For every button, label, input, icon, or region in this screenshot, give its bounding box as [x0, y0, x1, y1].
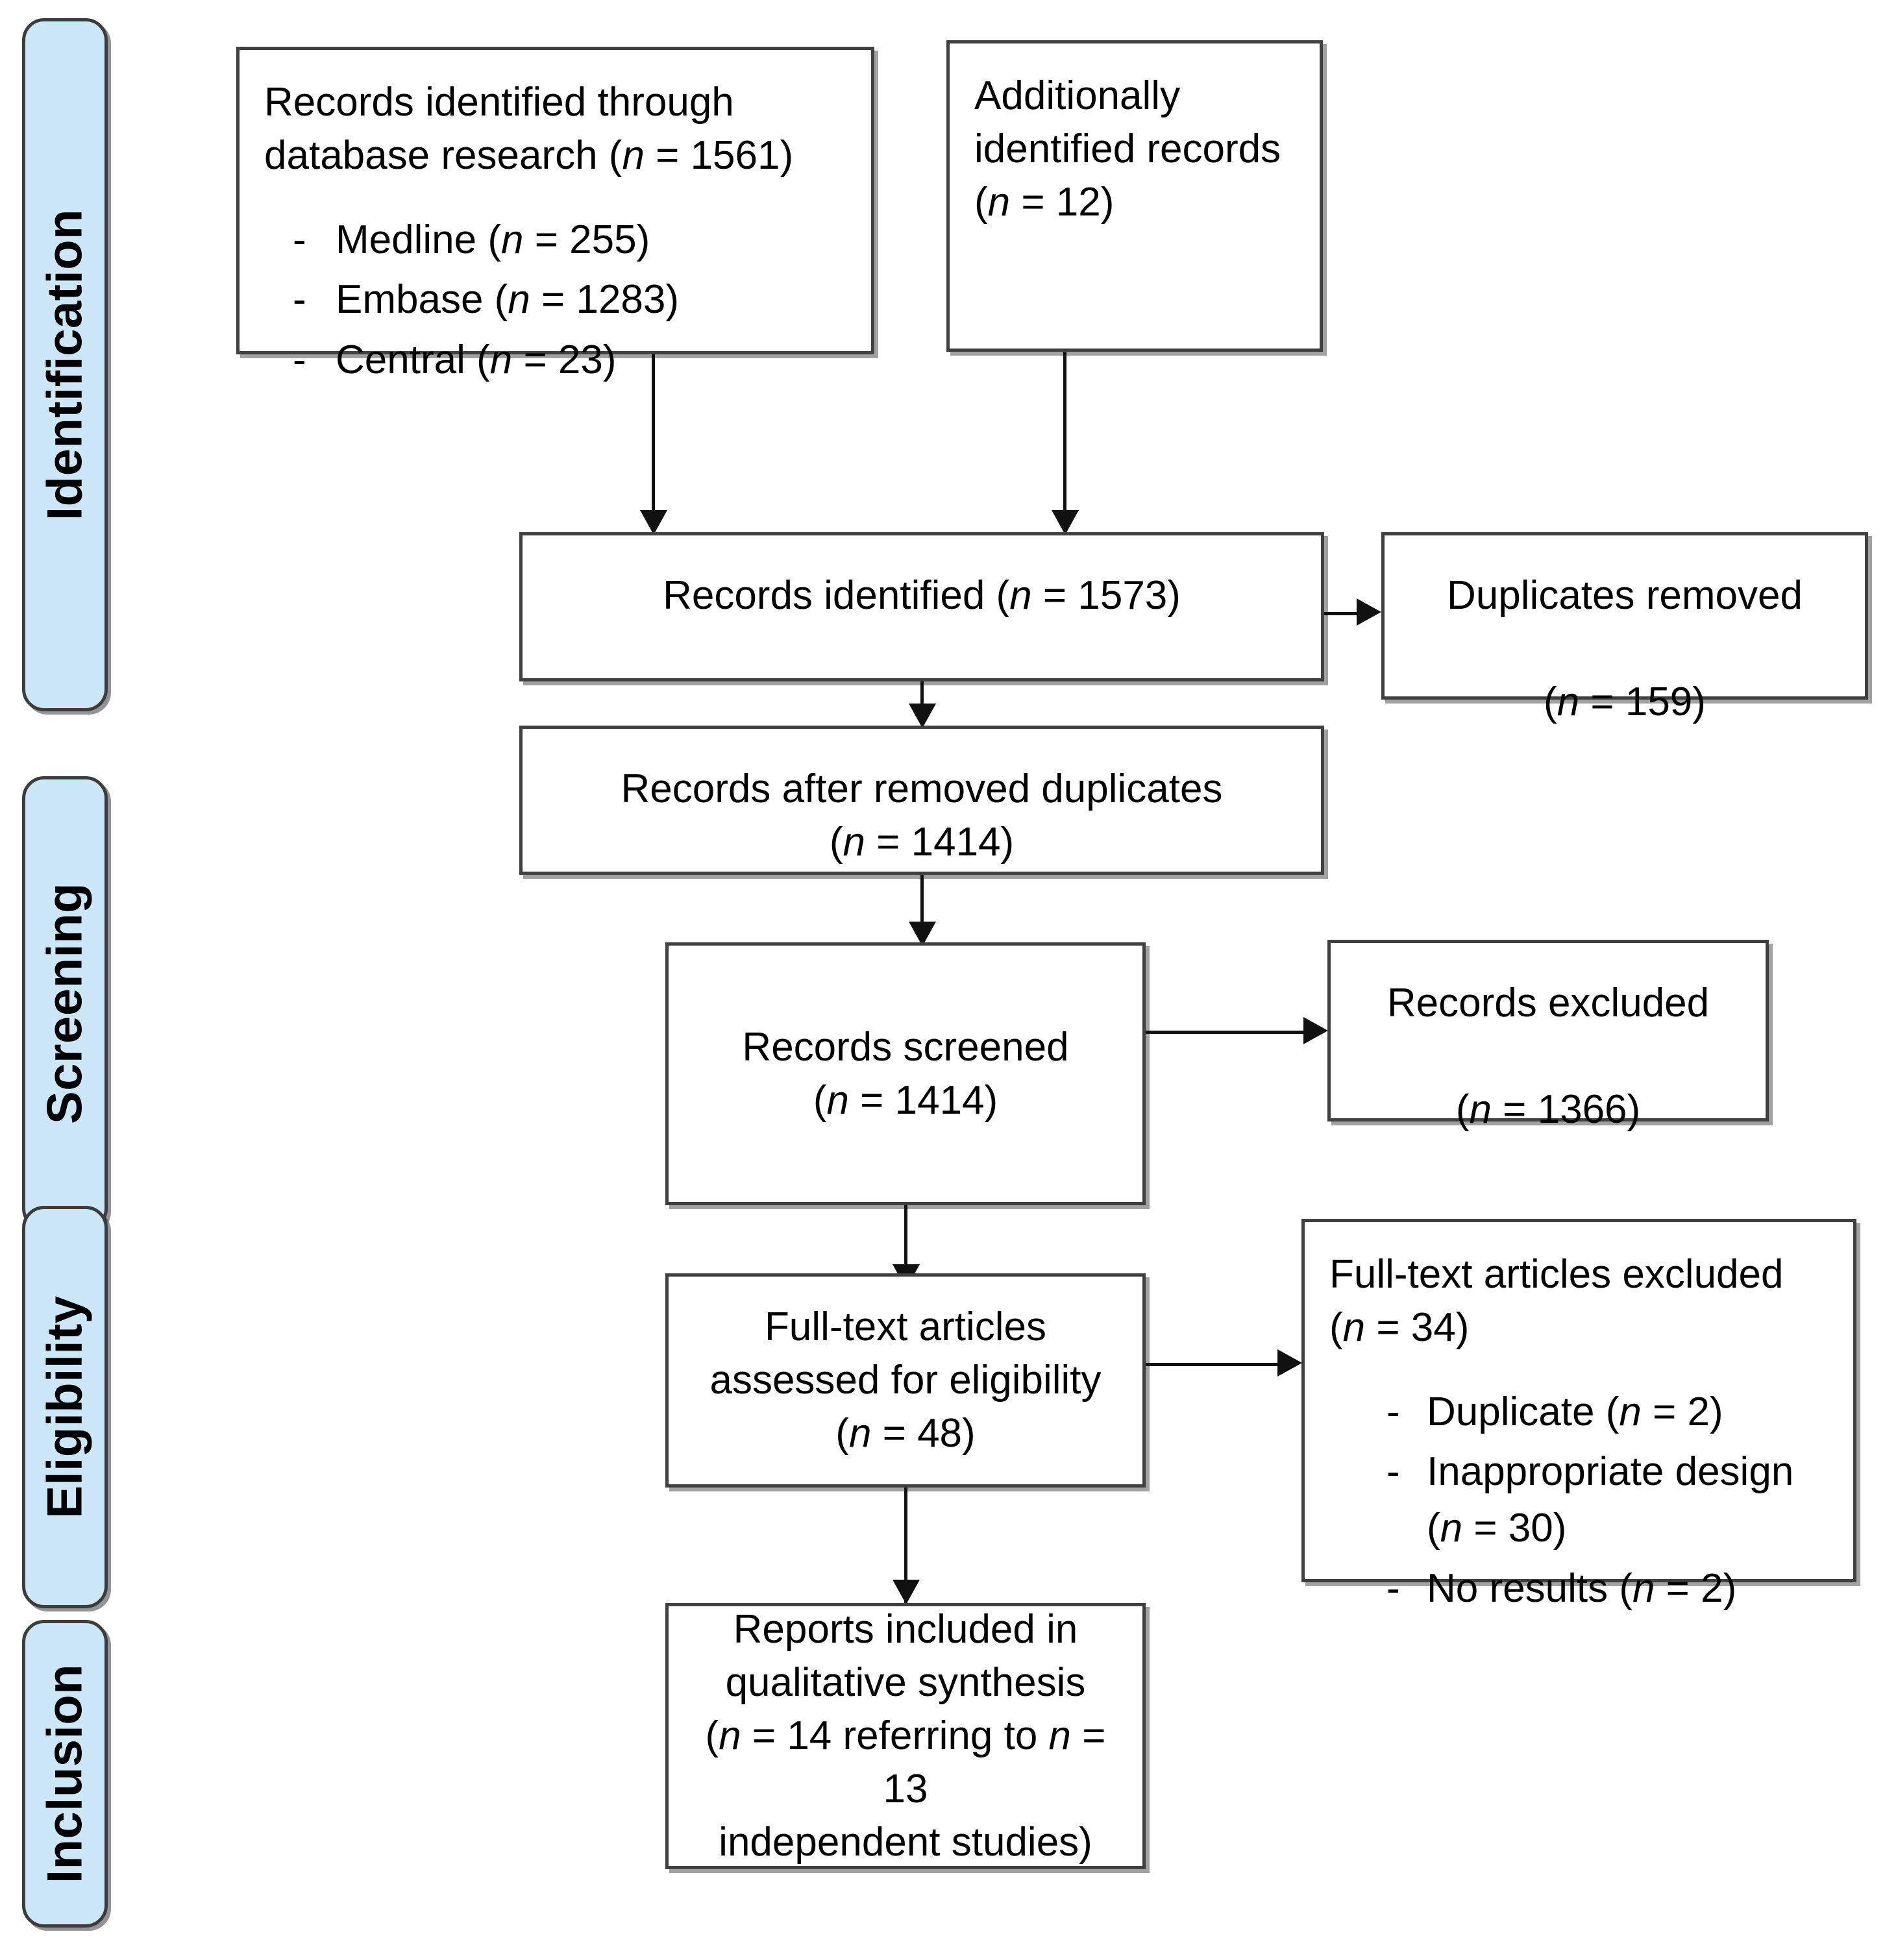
list-item: - Medline (n = 255) [264, 212, 852, 269]
stage-bar-screening: Screening [22, 776, 108, 1231]
list-item-label: Medline (n = 255) [336, 217, 650, 262]
node-records-excluded-text: Records excluded (n = 1366) [1386, 981, 1710, 1132]
node-records-screened-text: Records screened (n = 1414) [742, 1024, 1069, 1123]
node-records-screened: Records screened (n = 1414) [665, 942, 1146, 1205]
node-fulltext-excluded: Full-text articles excluded (n = 34) - D… [1301, 1219, 1856, 1611]
fulltext-exclusion-reason-list: - Duplicate (n = 2) - Inappropriate desi… [1329, 1384, 1834, 1617]
bullet-dash: - [1386, 1566, 1400, 1611]
database-source-list: - Medline (n = 255) - Embase (n = 1283) … [264, 212, 852, 389]
node-records-identified: Records identified (n = 1573) [519, 532, 1324, 681]
stage-bar-inclusion: Inclusion [22, 1620, 108, 1928]
stage-label-eligibility: Eligibility [37, 1295, 93, 1519]
node-reports-included-text: Reports included in qualitative synthesi… [705, 1607, 1106, 1865]
list-item-label: Duplicate (n = 2) [1427, 1389, 1723, 1434]
list-item-label: No results (n = 2) [1427, 1566, 1737, 1611]
node-records-after-duplicates: Records after removed duplicates (n = 14… [519, 726, 1324, 875]
list-item-label: Embase (n = 1283) [336, 277, 680, 323]
stage-label-identification: Identification [37, 209, 93, 521]
list-item: - Central (n = 23) [264, 332, 852, 389]
node-fulltext-assessed: Full-text articles assessed for eligibil… [665, 1273, 1146, 1488]
connector-after-duplicates-to-screened [920, 875, 924, 944]
bullet-dash: - [1386, 1449, 1400, 1495]
list-item-label: Inappropriate design (n = 30) [1427, 1449, 1794, 1551]
bullet-dash: - [1386, 1389, 1400, 1434]
node-fulltext-excluded-text: Full-text articles excluded (n = 34) [1329, 1252, 1784, 1350]
bullet-dash: - [293, 277, 306, 323]
connector-identified-to-after-duplicates [920, 681, 924, 722]
arrowhead-db-to-identified [640, 510, 667, 535]
connector-screened-to-fulltext [904, 1205, 907, 1290]
connector-fulltext-to-included [904, 1488, 907, 1603]
node-additional-records: Additionally identified records (n = 12) [946, 40, 1323, 352]
connector-identified-to-duplicates [1324, 612, 1358, 615]
arrowhead-screened-to-excluded [1303, 1017, 1328, 1044]
node-database-records-text: Records identified through database rese… [264, 80, 794, 178]
connector-db-to-identified [652, 354, 655, 530]
list-item: - Duplicate (n = 2) [1329, 1384, 1834, 1441]
node-records-after-duplicates-text: Records after removed duplicates (n = 14… [621, 766, 1223, 864]
arrowhead-identified-to-after-duplicates [909, 704, 936, 728]
arrowhead-additional-to-identified [1052, 510, 1079, 535]
node-additional-records-text: Additionally identified records (n = 12) [974, 73, 1281, 225]
node-records-identified-text: Records identified (n = 1573) [663, 573, 1181, 618]
list-item-label: Central (n = 23) [336, 337, 617, 383]
list-item: - Embase (n = 1283) [264, 272, 852, 328]
list-item: - Inappropriate design (n = 30) [1329, 1444, 1834, 1557]
connector-fulltext-to-excluded [1146, 1363, 1285, 1366]
node-database-records: Records identified through database rese… [236, 47, 874, 382]
node-fulltext-assessed-text: Full-text articles assessed for eligibil… [709, 1305, 1102, 1456]
node-duplicates-removed-text: Duplicates removed (n = 159) [1447, 573, 1803, 724]
node-reports-included: Reports included in qualitative synthesi… [665, 1603, 1146, 1869]
stage-label-screening: Screening [37, 883, 93, 1124]
list-item: - No results (n = 2) [1329, 1561, 1834, 1617]
node-records-excluded: Records excluded (n = 1366) [1327, 940, 1769, 1132]
node-duplicates-removed: Duplicates removed (n = 159) [1381, 532, 1868, 724]
connector-additional-to-identified [1063, 352, 1066, 530]
stage-bar-eligibility: Eligibility [22, 1206, 108, 1608]
arrowhead-fulltext-to-excluded [1277, 1349, 1302, 1377]
stage-label-inclusion: Inclusion [37, 1663, 93, 1884]
bullet-dash: - [293, 337, 306, 383]
stage-bar-identification: Identification [22, 18, 108, 711]
bullet-dash: - [293, 217, 306, 262]
connector-screened-to-excluded [1146, 1031, 1311, 1034]
arrowhead-after-duplicates-to-screened [909, 922, 936, 946]
arrowhead-fulltext-to-included [893, 1580, 920, 1604]
arrowhead-identified-to-duplicates [1357, 598, 1381, 626]
